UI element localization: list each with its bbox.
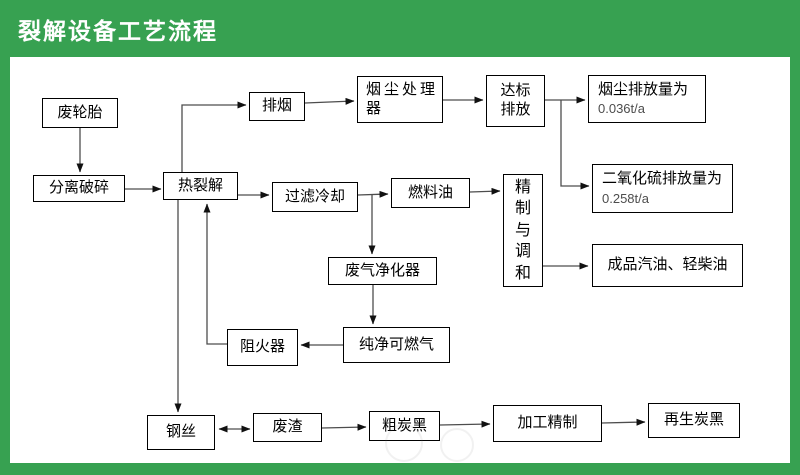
node-label: 阻火器	[239, 338, 285, 356]
node-label: 燃料油	[407, 183, 453, 201]
node-label: 烟尘排放量为	[598, 80, 689, 98]
node-label: 加工精制	[517, 414, 578, 432]
node-pyrolysis: 热裂解	[163, 172, 238, 200]
node-fuel-oil: 燃料油	[391, 178, 470, 208]
node-filter-cooling: 过滤冷却	[272, 182, 358, 212]
node-separation-crushing: 分离破碎	[33, 175, 125, 202]
node-finished-oil: 成品汽油、轻柴油	[592, 244, 743, 287]
node-waste-tire: 废轮胎	[42, 98, 118, 128]
node-label: 分离破碎	[48, 179, 109, 197]
node-label: 二氧化硫排放量为	[602, 170, 723, 187]
node-label: 废渣	[272, 418, 303, 436]
node-label: 钢丝	[165, 423, 196, 441]
node-value: 0.036t/a	[598, 101, 645, 117]
node-label: 粗炭黑	[381, 416, 427, 434]
node-dust-emission: 烟尘排放量为 0.036t/a	[588, 75, 706, 123]
node-label: 再生炭黑	[663, 411, 724, 429]
node-label: 排烟	[261, 97, 292, 115]
node-so2-emission: 二氧化硫排放量为 0.258t/a	[592, 164, 733, 213]
node-processing-refine: 加工精制	[493, 405, 602, 442]
node-label: 成品汽油、轻柴油	[607, 256, 728, 274]
node-gas-purifier: 废气净化器	[328, 257, 437, 285]
node-label: 烟尘处理器	[366, 80, 439, 117]
node-value: 0.258t/a	[602, 190, 649, 206]
node-label: 纯净可燃气	[358, 335, 434, 353]
node-flame-arrester: 阻火器	[227, 329, 298, 366]
node-steel-wire: 钢丝	[147, 415, 215, 450]
node-crude-carbon-black: 粗炭黑	[369, 411, 440, 441]
node-label: 废气净化器	[344, 261, 420, 279]
node-standard-discharge: 达标排放	[486, 75, 545, 127]
page-title: 裂解设备工艺流程	[18, 17, 218, 44]
node-label: 热裂解	[177, 176, 223, 194]
node-regenerated-carbon-black: 再生炭黑	[648, 403, 740, 438]
node-waste-residue: 废渣	[253, 413, 322, 442]
node-label: 废轮胎	[57, 103, 103, 121]
node-smoke-exhaust: 排烟	[249, 92, 305, 121]
title-bar: 裂解设备工艺流程	[0, 0, 800, 57]
node-label: 过滤冷却	[284, 187, 345, 205]
node-dust-processor: 烟尘处理器	[357, 76, 443, 123]
node-pure-gas: 纯净可燃气	[343, 327, 450, 363]
node-label: 达标排放	[500, 82, 531, 118]
node-label: 精 制 与 调 和	[514, 178, 531, 282]
node-refine-blend: 精 制 与 调 和	[503, 174, 543, 287]
